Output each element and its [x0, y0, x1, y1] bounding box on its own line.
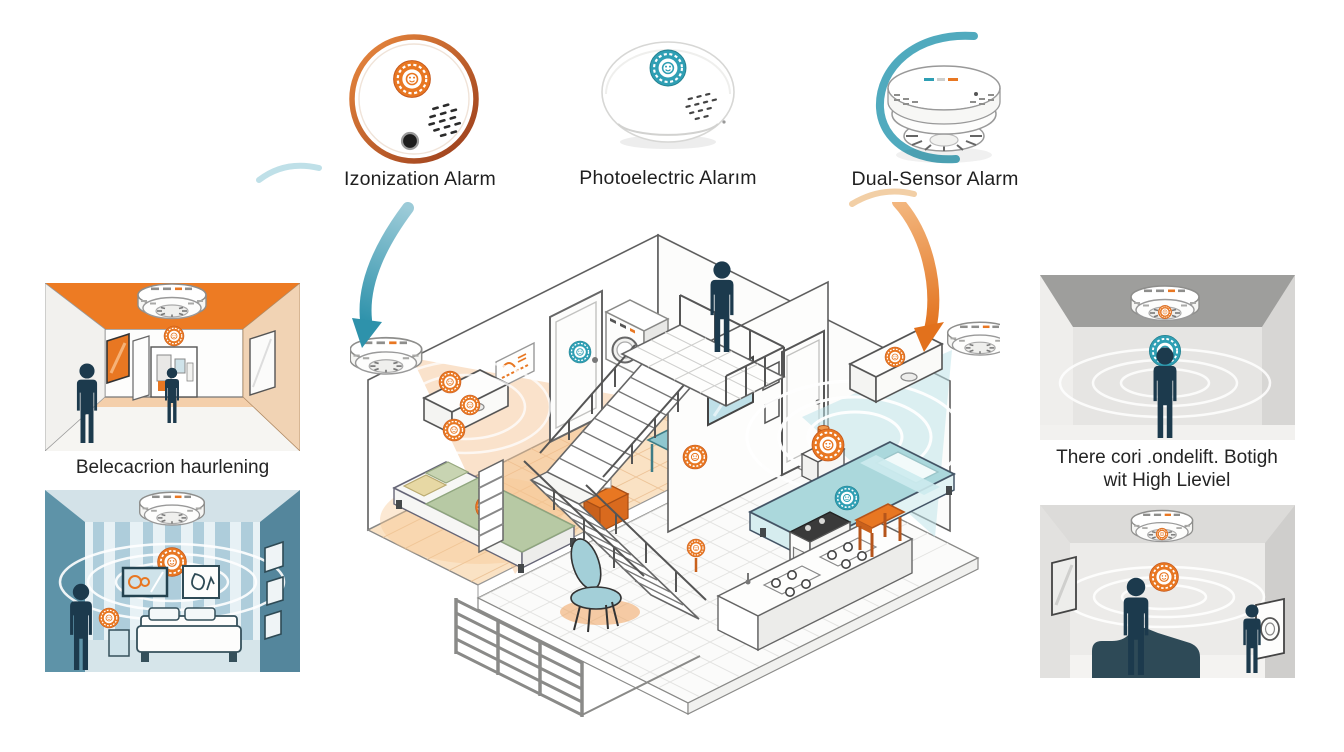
speaker-grille-icon: [685, 92, 717, 121]
side-vents-icon: [894, 94, 994, 105]
right-caption: There cori .ondelift. Botigh wit High Li…: [1022, 446, 1312, 492]
kitchen-counter: [716, 518, 914, 652]
bed: [136, 607, 242, 662]
deck-railing: [454, 598, 701, 717]
right-caption-line2: wit High Lieviel: [1103, 470, 1231, 491]
photoelectric-alarm-icon: [601, 41, 735, 149]
gray-room-panel-illustration: [1040, 275, 1295, 440]
ionization-alarm-icon: [349, 34, 479, 164]
photoelectric-alarm-label: Photoelectric Alarım: [579, 167, 757, 189]
speaker-grille-icon: [428, 103, 462, 138]
right-caption-line1: There cori .ondelift. Botigh: [1056, 447, 1278, 468]
stair-banister: [478, 458, 504, 554]
tv-frame: [121, 566, 169, 598]
blue-bedroom-panel-illustration: [45, 490, 300, 672]
teal-swirl-icon: [875, 31, 978, 164]
floating-detector-right: [946, 321, 1000, 356]
dual-sensor-alarm-icon: [875, 31, 1001, 164]
gray-livingroom-panel-illustration: [1040, 505, 1295, 678]
ionization-alarm-label: Izonization Alarm: [344, 168, 496, 190]
hall-door: [132, 335, 150, 401]
dual-sensor-alarm-label: Dual-Sensor Alarm: [851, 168, 1019, 190]
peach-swish-icon: [849, 188, 917, 207]
hallway-panel-illustration: [45, 283, 300, 451]
house-cutaway-illustration: [350, 202, 1000, 717]
teal-armchair: [560, 538, 640, 633]
teal-curved-arrow-icon: [352, 202, 414, 348]
hallway-caption: Belecacrion haurlening: [75, 457, 270, 478]
staircase: [523, 344, 707, 620]
sound-rings: [378, 359, 552, 455]
sofa: [1092, 627, 1200, 678]
teal-swish-icon: [256, 162, 322, 183]
stair-landing: [620, 294, 786, 407]
orange-table: [854, 503, 906, 557]
test-button-icon: [400, 131, 420, 151]
orange-curved-arrow-icon: [892, 202, 944, 352]
